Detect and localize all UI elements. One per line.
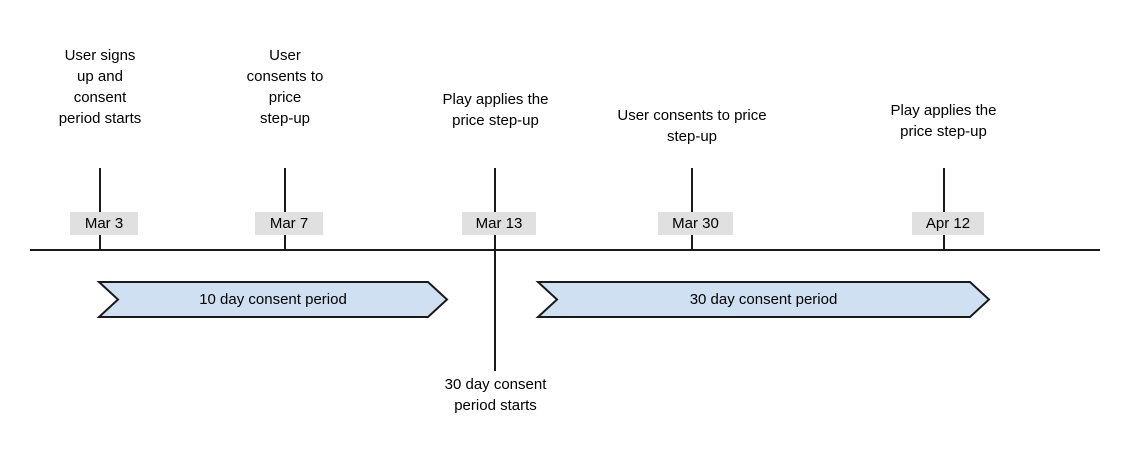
consent-period-banner-30-day: 30 day consent period <box>537 281 990 318</box>
consent-period-banner-10-day: 10 day consent period <box>98 281 448 318</box>
event-tick-mar-13 <box>494 168 496 250</box>
date-chip-apr-12: Apr 12 <box>912 212 984 235</box>
chevron-shape-icon <box>537 281 990 318</box>
timeline-axis <box>30 249 1100 251</box>
event-caption-mar-3: User signs up and consent period starts <box>58 47 142 127</box>
below-caption-mar-13: 30 day consent period starts <box>444 376 547 414</box>
chevron-shape-icon <box>98 281 448 318</box>
event-caption-apr-12: Play applies the price step-up <box>890 102 997 140</box>
event-caption-mar-30: User consents to price step-up <box>617 107 767 145</box>
event-caption-mar-7: User consents to price step-up <box>246 47 324 127</box>
date-chip-mar-3: Mar 3 <box>70 212 138 235</box>
event-tick-mar-13-below <box>494 250 496 371</box>
date-chip-mar-7: Mar 7 <box>255 212 323 235</box>
event-tick-mar-30 <box>691 168 693 250</box>
event-tick-mar-3 <box>99 168 101 250</box>
event-tick-mar-7 <box>284 168 286 250</box>
event-tick-apr-12 <box>943 168 945 250</box>
date-chip-mar-30: Mar 30 <box>658 212 733 235</box>
date-chip-mar-13: Mar 13 <box>462 212 536 235</box>
event-caption-mar-13: Play applies the price step-up <box>442 91 549 129</box>
